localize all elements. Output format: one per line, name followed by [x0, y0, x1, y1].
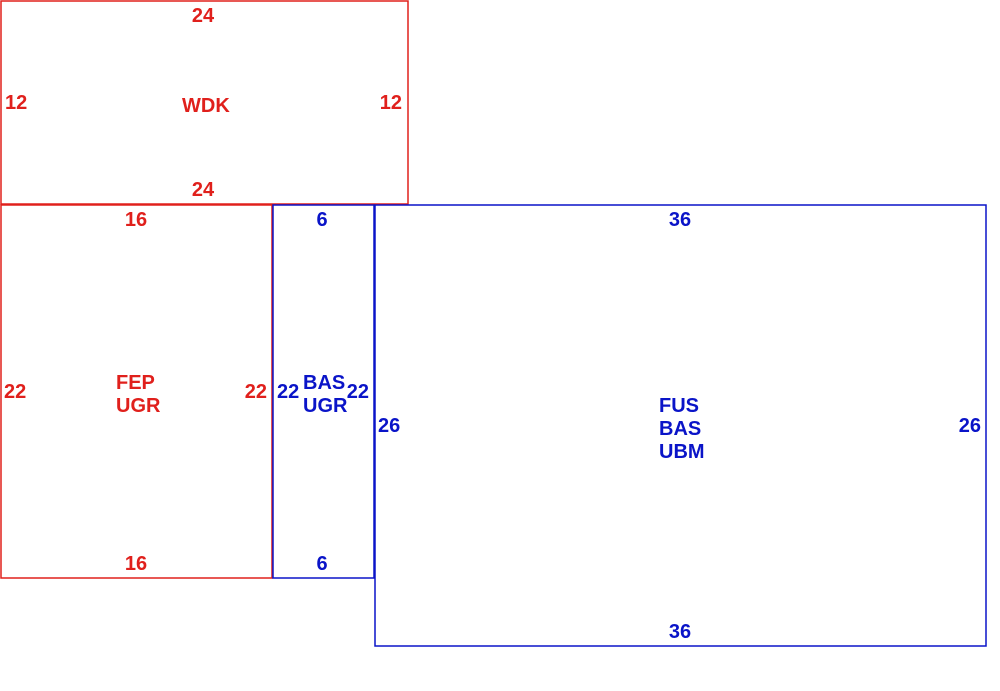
- area-fus-code-3: UBM: [659, 441, 705, 463]
- area-bas-outline: [272, 204, 375, 579]
- area-fus-dim-left: 26: [378, 415, 400, 437]
- area-fep-dim-bottom: 16: [125, 553, 147, 575]
- area-fep-dim-top: 16: [125, 209, 147, 231]
- area-fus: 36 36 26 26 FUS BAS UBM: [374, 204, 987, 647]
- area-fep-code-2: UGR: [116, 395, 161, 417]
- area-bas-dim-top: 6: [316, 209, 327, 231]
- area-fus-dim-right: 26: [959, 415, 981, 437]
- area-wdk-dim-right: 12: [380, 92, 402, 114]
- area-wdk: 24 24 12 12 WDK: [0, 0, 409, 205]
- area-fep-dim-left: 22: [4, 381, 26, 403]
- area-fus-dim-top: 36: [669, 209, 691, 231]
- area-wdk-dim-bottom: 24: [192, 179, 215, 201]
- area-wdk-dim-left: 12: [5, 92, 27, 114]
- area-fus-outline: [374, 204, 987, 647]
- area-bas-dim-right: 22: [347, 381, 369, 403]
- area-bas-code-1: BAS: [303, 372, 345, 394]
- area-fep: 16 16 22 22 FEP UGR: [0, 204, 273, 579]
- area-wdk-outline: [0, 0, 409, 205]
- area-fus-code-1: FUS: [659, 395, 699, 417]
- area-fep-dim-right: 22: [245, 381, 267, 403]
- area-wdk-dim-top: 24: [192, 5, 215, 27]
- area-fep-outline: [0, 204, 273, 579]
- area-bas-dim-bottom: 6: [316, 553, 327, 575]
- area-bas-code-2: UGR: [303, 395, 348, 417]
- area-fus-code-2: BAS: [659, 418, 701, 440]
- area-fus-dim-bottom: 36: [669, 621, 691, 643]
- area-wdk-code: WDK: [182, 95, 230, 117]
- area-fep-code-1: FEP: [116, 372, 155, 394]
- area-bas: 6 6 22 22 BAS UGR: [272, 204, 375, 579]
- area-bas-dim-left: 22: [277, 381, 299, 403]
